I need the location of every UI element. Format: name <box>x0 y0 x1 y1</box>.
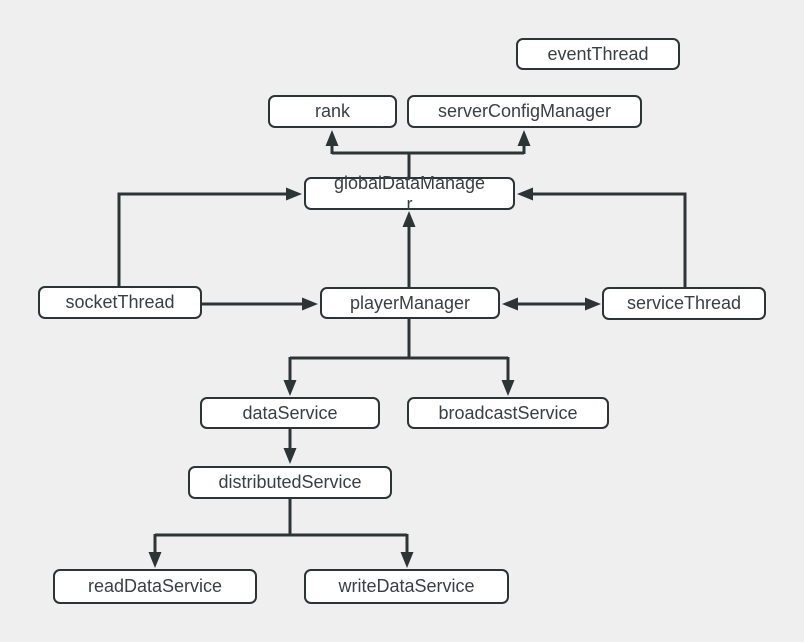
node-globaldatamanager[interactable]: globalDataManage r <box>304 173 515 214</box>
edge-playermanager-to-globaldatamanager <box>402 211 416 287</box>
node-label: serviceThread <box>626 293 742 313</box>
node-label: socketThread <box>65 292 175 312</box>
node-dataservice[interactable]: dataService <box>200 397 380 429</box>
node-label: eventThread <box>547 43 649 64</box>
node-label: serverConfigManager <box>437 101 612 121</box>
node-serverconfigmanager[interactable]: serverConfigManager <box>407 95 642 128</box>
node-writedataservice[interactable]: writeDataService <box>304 569 509 604</box>
node-rank[interactable]: rank <box>268 95 397 128</box>
node-eventthread[interactable]: eventThread <box>516 38 680 70</box>
edge-playermanager-to-dataservice-and-broadcastservice <box>283 319 515 396</box>
edge-dataservice-to-distributedservice <box>283 429 297 464</box>
edge-distributedservice-to-readdataservice-and-writedataservice <box>148 499 414 568</box>
edge-socketthread-to-globaldatamanager <box>117 187 302 286</box>
node-label: broadcastService <box>438 402 578 423</box>
node-label: globalDataManage r <box>333 172 486 214</box>
edge-globaldatamanager-to-rank-and-serverconfigmanager <box>325 130 531 177</box>
node-readdataservice[interactable]: readDataService <box>53 569 257 604</box>
node-label: readDataService <box>87 576 223 596</box>
edge-socketthread-to-playermanager <box>202 297 318 311</box>
node-servicethread[interactable]: serviceThread <box>602 287 766 320</box>
node-label: dataService <box>242 402 338 423</box>
node-label: distributedService <box>218 472 362 492</box>
node-label: playerManager <box>349 292 471 313</box>
node-broadcastservice[interactable]: broadcastService <box>407 397 609 429</box>
edge-playermanager-servicethread-bidirectional <box>502 297 601 311</box>
node-playermanager[interactable]: playerManager <box>320 287 500 319</box>
node-distributedservice[interactable]: distributedService <box>188 466 392 499</box>
edge-servicethread-to-globaldatamanager <box>517 187 687 287</box>
node-label: writeDataService <box>338 576 475 596</box>
node-label: rank <box>314 101 350 121</box>
node-socketthread[interactable]: socketThread <box>38 286 202 319</box>
